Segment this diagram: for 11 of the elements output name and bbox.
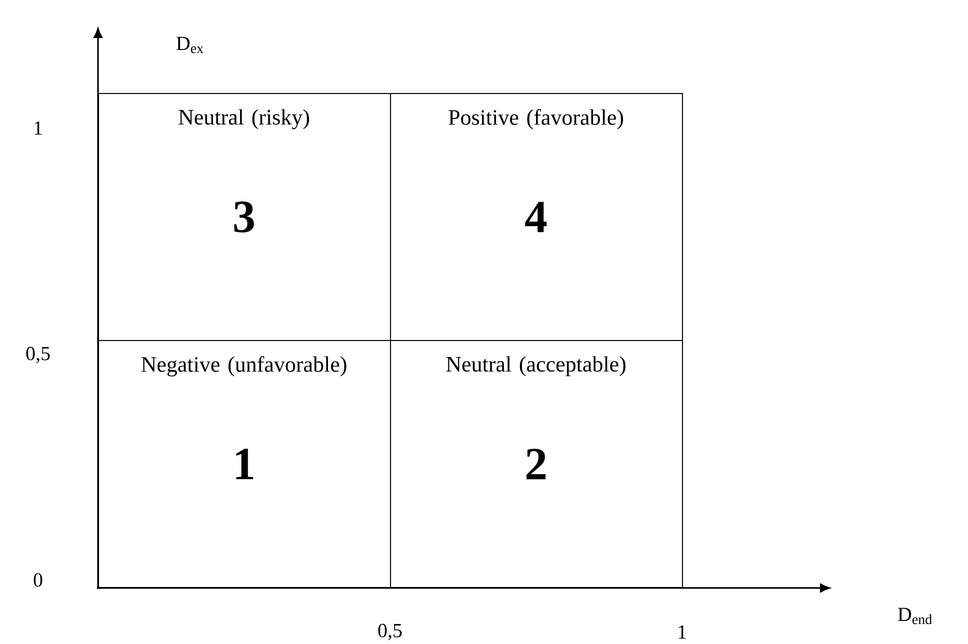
quadrant-box: Positive (favorable) 4	[390, 93, 683, 341]
tick-label: 0,5	[378, 624, 402, 640]
tick-label: 0,5	[26, 346, 50, 364]
tick-label: 1	[678, 625, 686, 639]
quadrant-box: Neutral (risky) 3	[98, 93, 391, 341]
tick-label: 1	[34, 121, 42, 135]
tick-label: 0	[34, 573, 42, 587]
quadrant-box: Neutral (acceptable) 2	[390, 340, 683, 588]
axis-label: D$_{end}$	[898, 608, 932, 624]
quadrant-box: Negative (unfavorable) 1	[98, 340, 391, 588]
axis-label: D$_{ex}$	[176, 36, 204, 54]
